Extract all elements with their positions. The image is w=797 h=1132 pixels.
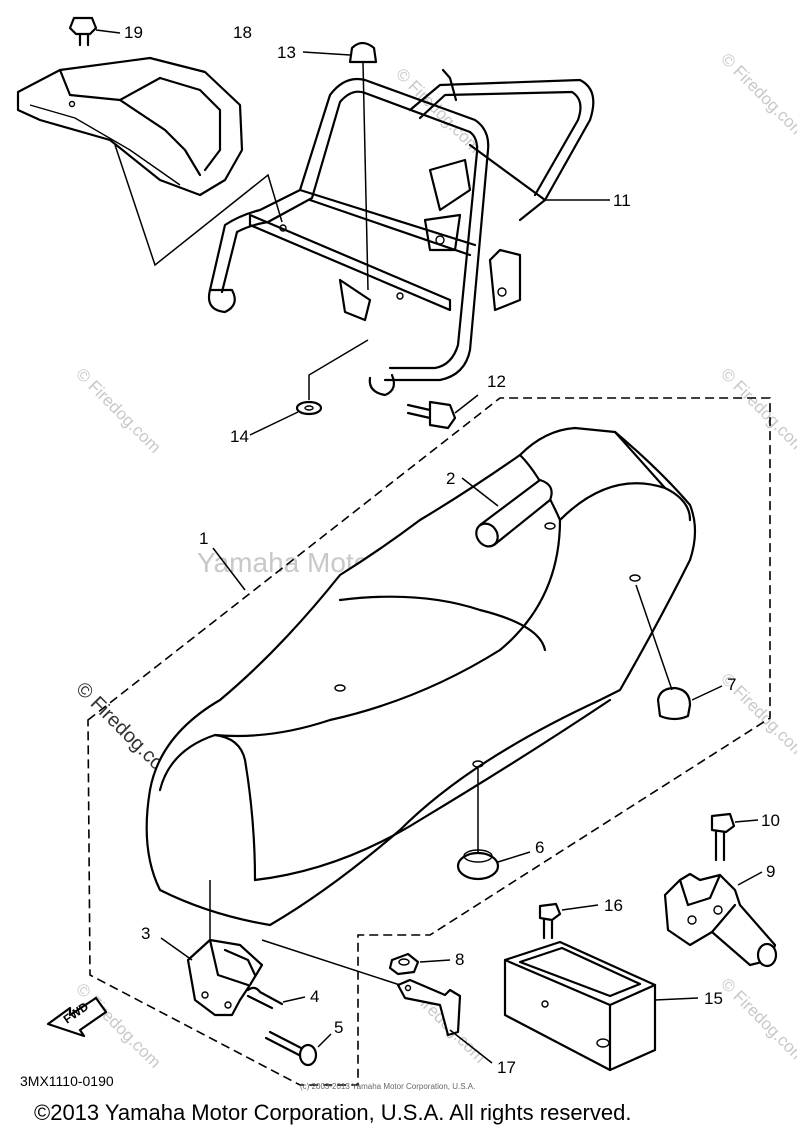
part-13-cap-nut[interactable] (348, 41, 378, 64)
callout-numbers: 19 18 13 11 12 14 2 1 7 6 10 9 16 8 3 4 … (124, 23, 780, 1077)
callout-17: 17 (497, 1058, 516, 1077)
part-8-nut[interactable] (388, 952, 420, 976)
callout-5: 5 (334, 1018, 343, 1037)
copyright-footer: ©2013 Yamaha Motor Corporation, U.S.A. A… (34, 1100, 631, 1125)
callout-14: 14 (230, 427, 249, 446)
watermark-site: © Firedog.com (72, 364, 164, 456)
part-12-bolt[interactable] (406, 400, 457, 430)
part-15-storage-box[interactable] (503, 940, 657, 1072)
callout-15: 15 (704, 989, 723, 1008)
part-5-pin[interactable] (264, 1030, 318, 1067)
part-6-damper[interactable] (456, 849, 500, 881)
part-14-washer[interactable] (295, 400, 323, 416)
part-9-seat-lock[interactable] (663, 872, 778, 968)
part-2-strap-tube[interactable] (472, 478, 553, 551)
callout-13: 13 (277, 43, 296, 62)
part-16-bolt[interactable] (538, 902, 562, 940)
callout-2: 2 (446, 469, 455, 488)
callout-1: 1 (199, 529, 208, 548)
part-3-hinge-bracket[interactable] (186, 938, 264, 1017)
callout-9: 9 (766, 862, 775, 881)
part-19-bolt[interactable] (68, 16, 98, 47)
part-1-seat[interactable] (145, 426, 697, 927)
callout-6: 6 (535, 838, 544, 857)
callout-19: 19 (124, 23, 143, 42)
part-17-seat-lock-hook[interactable] (396, 978, 462, 1037)
diagram-code: 3MX1110-0190 (20, 1073, 114, 1089)
callout-12: 12 (487, 372, 506, 391)
callout-18: 18 (233, 23, 252, 42)
callout-3: 3 (141, 924, 150, 943)
callout-7: 7 (727, 675, 736, 694)
callout-16: 16 (604, 896, 623, 915)
watermark-site: © Firedog.com (717, 49, 797, 141)
part-10-bolt[interactable] (710, 812, 736, 862)
watermark-site: © Firedog.com (717, 364, 797, 456)
callout-10: 10 (761, 811, 780, 830)
part-7-damper[interactable] (656, 686, 692, 721)
forward-arrow-icon: FWD (46, 996, 108, 1038)
part-18-rear-tray[interactable] (16, 56, 244, 197)
callout-11: 11 (613, 191, 631, 210)
part-11-rear-carrier[interactable] (207, 68, 595, 397)
watermark-site: © Firedog.com (717, 974, 797, 1066)
watermark-site: © Firedog.com (392, 64, 484, 156)
small-copyright-notice: (c) 2003-2013 Yamaha Motor Corporation, … (300, 1082, 475, 1091)
callout-8: 8 (455, 950, 464, 969)
callout-4: 4 (310, 987, 319, 1006)
part-4-clip[interactable] (246, 986, 284, 1010)
